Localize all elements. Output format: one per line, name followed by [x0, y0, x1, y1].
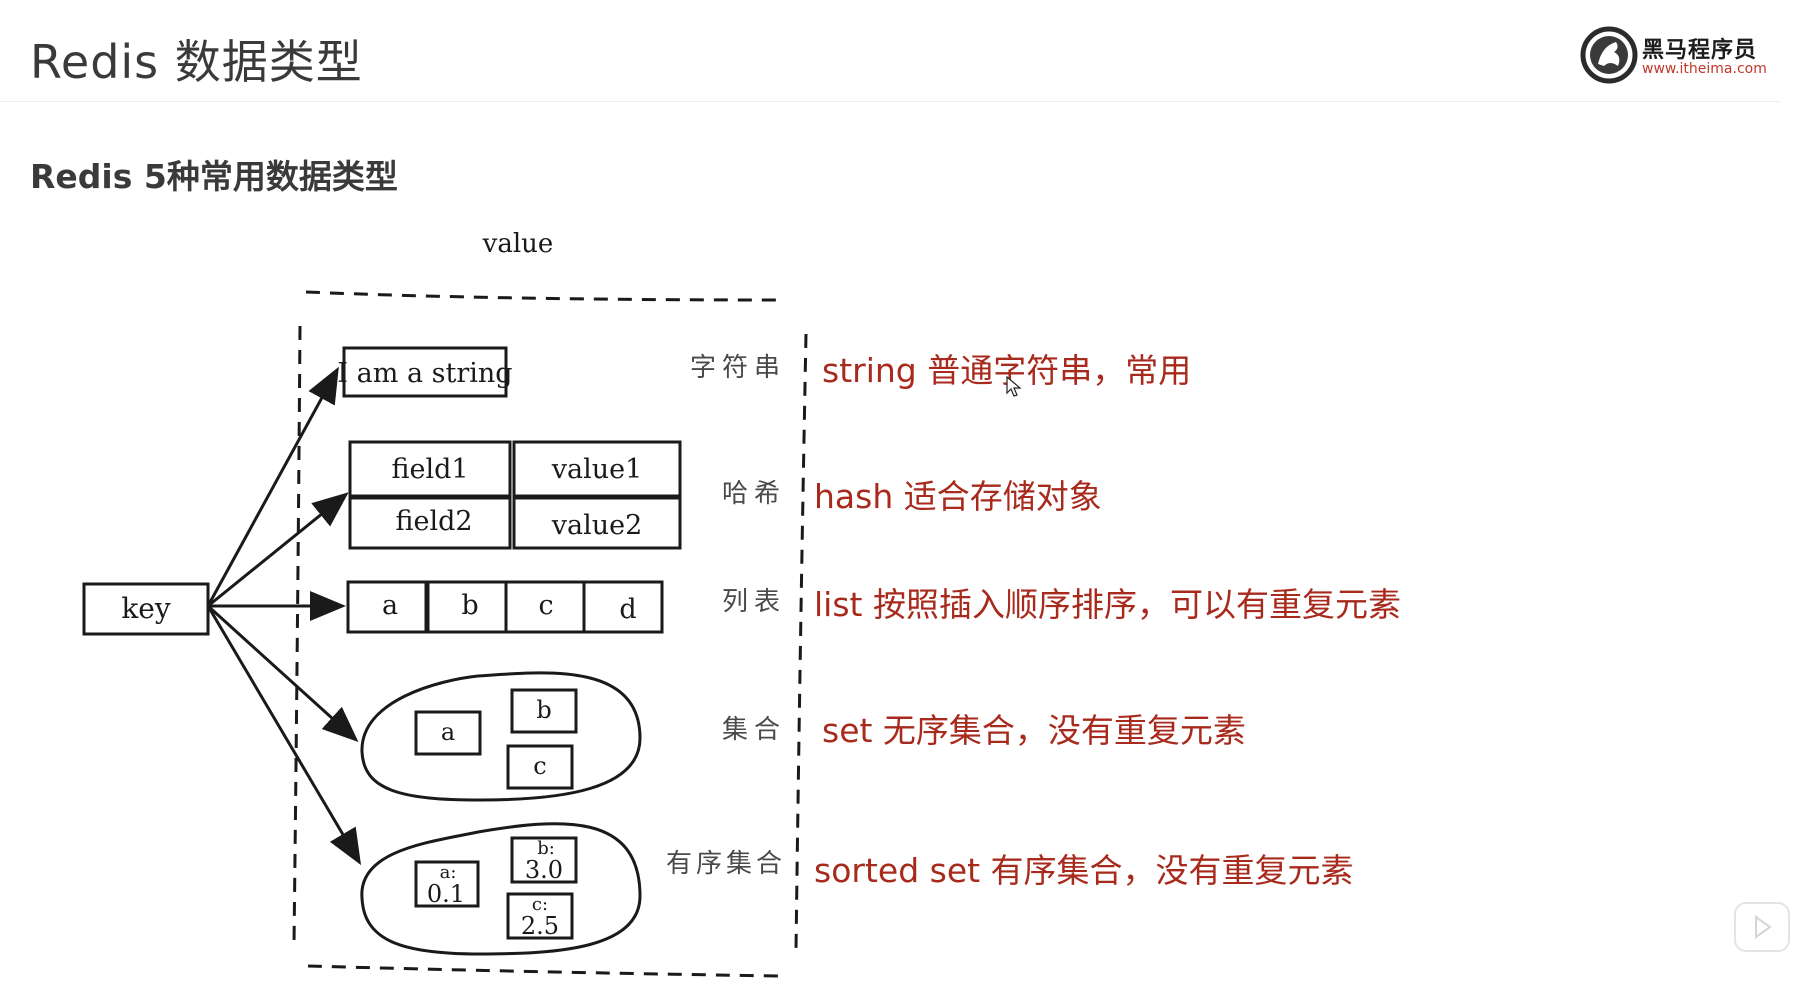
list-item-text: d	[619, 594, 636, 625]
zset-member: a:	[440, 862, 457, 883]
title-divider	[0, 101, 1780, 102]
logo-brand-name: 黑马程序员	[1642, 38, 1758, 63]
video-play-button[interactable]	[1734, 902, 1790, 952]
type-label-zset: 有序集合	[666, 849, 786, 879]
string-box	[342, 346, 508, 398]
type-label-string: 字符串	[690, 353, 786, 383]
zset-score: 2.5	[521, 912, 559, 940]
set-item-text: a	[441, 718, 455, 746]
set-item-box	[506, 744, 574, 790]
list-cell	[582, 580, 664, 634]
mouse-cursor-icon	[1006, 376, 1022, 397]
logo-website: www.itheima.com	[1642, 61, 1767, 77]
hash-value2-text: value2	[551, 510, 643, 541]
desc-list: list 按照插入顺序排序，可以有重复元素	[814, 585, 1401, 624]
hash-value1-text: value1	[551, 454, 643, 485]
zset-score: 3.0	[525, 856, 563, 884]
zset-score: 0.1	[427, 880, 465, 908]
page-title: Redis 数据类型	[30, 35, 363, 89]
hash-cell-field2	[348, 496, 512, 550]
zset-ellipse	[360, 822, 642, 956]
zset-member: b:	[537, 838, 555, 859]
arrow-to-zset	[206, 605, 362, 866]
list-item-text: b	[461, 590, 478, 621]
value-container-border	[292, 290, 808, 978]
hash-cell-value2	[512, 496, 682, 550]
list-item-text: a	[382, 590, 398, 621]
list-item-text: c	[538, 590, 553, 621]
zset-member: c:	[532, 894, 548, 915]
set-item-box	[510, 688, 578, 734]
arrow-to-string	[206, 366, 339, 607]
zset-item-box	[510, 836, 578, 884]
horse-logo-icon	[1580, 26, 1638, 84]
section-subtitle: Redis 5种常用数据类型	[30, 157, 398, 196]
set-item-text: b	[536, 696, 551, 724]
zset-item-box	[506, 892, 574, 940]
key-label: key	[121, 592, 171, 625]
desc-set: set 无序集合，没有重复元素	[822, 711, 1246, 750]
zset-item-box	[414, 860, 480, 908]
hash-cell-value1	[512, 440, 682, 498]
desc-hash: hash 适合存储对象	[814, 477, 1102, 516]
type-label-hash: 哈希	[722, 479, 786, 509]
hash-field1-text: field1	[391, 454, 468, 485]
hash-cell-field1	[348, 440, 512, 498]
type-label-list: 列表	[722, 587, 786, 617]
key-box	[82, 582, 210, 636]
brand-logo: 黑马程序员 www.itheima.com	[1580, 26, 1780, 84]
set-item-box	[414, 710, 482, 756]
set-ellipse	[360, 671, 642, 802]
list-cell	[346, 580, 428, 634]
set-item-text: c	[533, 752, 546, 780]
arrow-to-set	[206, 604, 359, 743]
arrow-to-hash	[207, 492, 349, 608]
play-icon	[1755, 915, 1772, 939]
value-label: value	[482, 229, 554, 259]
string-example: I am a string	[337, 358, 512, 389]
hash-field2-text: field2	[395, 506, 472, 537]
type-label-set: 集合	[722, 715, 786, 745]
desc-zset: sorted set 有序集合，没有重复元素	[814, 851, 1354, 890]
